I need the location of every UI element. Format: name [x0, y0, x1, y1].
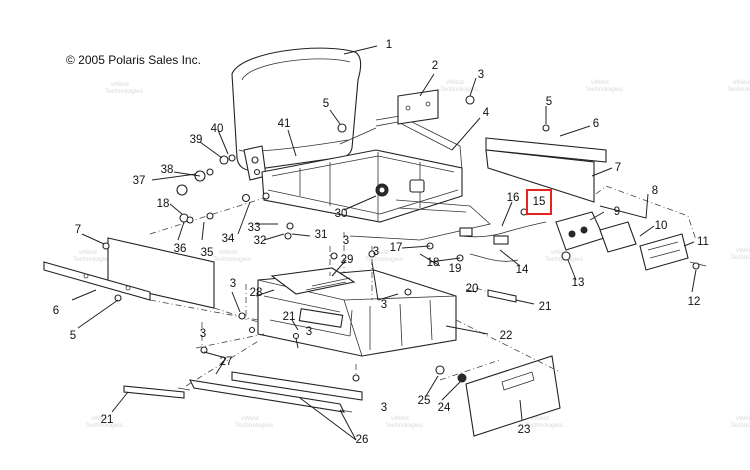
callout-1: 1 — [386, 39, 392, 51]
callout-7: 7 — [615, 162, 621, 174]
callout-14: 14 — [516, 264, 529, 276]
callout-5: 5 — [546, 96, 552, 108]
callout-5: 5 — [323, 98, 329, 110]
callout-3: 3 — [381, 299, 387, 311]
left-side-panel-part — [43, 237, 215, 309]
callout-24: 24 — [438, 402, 451, 414]
callout-35: 35 — [201, 247, 214, 259]
callout-3: 3 — [200, 328, 206, 340]
callout-15: 15 — [533, 196, 546, 208]
copyright-notice: © 2005 Polaris Sales Inc. — [66, 53, 201, 67]
right-side-panel-part — [485, 137, 607, 203]
hinge-bracket-part — [375, 183, 389, 197]
rod-part — [123, 289, 517, 399]
backrest-part — [231, 47, 362, 171]
callout-21: 21 — [539, 301, 552, 313]
callout-labels: 1 2 3 4 5 5 6 7 8 9 10 11 12 13 14 15 16… — [53, 39, 709, 446]
callout-18: 18 — [157, 198, 170, 210]
rack-frame-part — [261, 115, 491, 241]
parts-drawing — [43, 47, 707, 437]
callout-8: 8 — [652, 185, 658, 197]
callout-38: 38 — [161, 164, 174, 176]
callout-39: 39 — [190, 134, 203, 146]
callout-21: 21 — [283, 311, 296, 323]
callout-40: 40 — [211, 123, 224, 135]
callout-29: 29 — [341, 254, 354, 266]
callout-10: 10 — [655, 220, 668, 232]
callout-13: 13 — [572, 277, 585, 289]
callout-4: 4 — [483, 107, 490, 119]
callout-32: 32 — [254, 235, 267, 247]
callout-3: 3 — [373, 246, 379, 258]
callout-3: 3 — [343, 235, 349, 247]
callout-23: 23 — [518, 424, 531, 436]
mounting-plate-part — [397, 89, 439, 125]
callout-3: 3 — [478, 69, 484, 81]
callout-7: 7 — [75, 224, 81, 236]
callout-27: 27 — [220, 356, 233, 368]
callout-34: 34 — [222, 233, 235, 245]
highlight-box — [526, 189, 552, 215]
callout-3: 3 — [381, 402, 387, 414]
callout-2: 2 — [432, 60, 438, 72]
callout-21: 21 — [101, 414, 114, 426]
callout-18: 18 — [427, 257, 440, 269]
callout-17: 17 — [390, 242, 403, 254]
callout-33: 33 — [248, 222, 261, 234]
callout-9: 9 — [614, 206, 620, 218]
front-panel-part — [465, 355, 561, 437]
callout-19: 19 — [449, 263, 462, 275]
callout-6: 6 — [53, 305, 59, 317]
callout-25: 25 — [418, 395, 431, 407]
callout-37: 37 — [133, 175, 146, 187]
callout-3: 3 — [230, 278, 236, 290]
callout-31: 31 — [315, 229, 328, 241]
skid-rail-part — [177, 371, 363, 413]
callout-22: 22 — [500, 330, 513, 342]
callout-11: 11 — [697, 236, 709, 248]
callout-3: 3 — [306, 326, 312, 338]
callout-28: 28 — [250, 287, 263, 299]
callout-16: 16 — [507, 192, 520, 204]
callout-36: 36 — [174, 243, 187, 255]
callout-5: 5 — [70, 330, 76, 342]
callout-41: 41 — [278, 118, 291, 130]
callout-30: 30 — [335, 208, 348, 220]
callout-6: 6 — [593, 118, 599, 130]
callout-20: 20 — [466, 283, 479, 295]
callout-12: 12 — [688, 296, 701, 308]
callout-26: 26 — [356, 434, 369, 446]
leader-lines — [71, 45, 697, 441]
backrest-bracket — [243, 145, 267, 181]
tail-light-assembly — [555, 211, 707, 271]
